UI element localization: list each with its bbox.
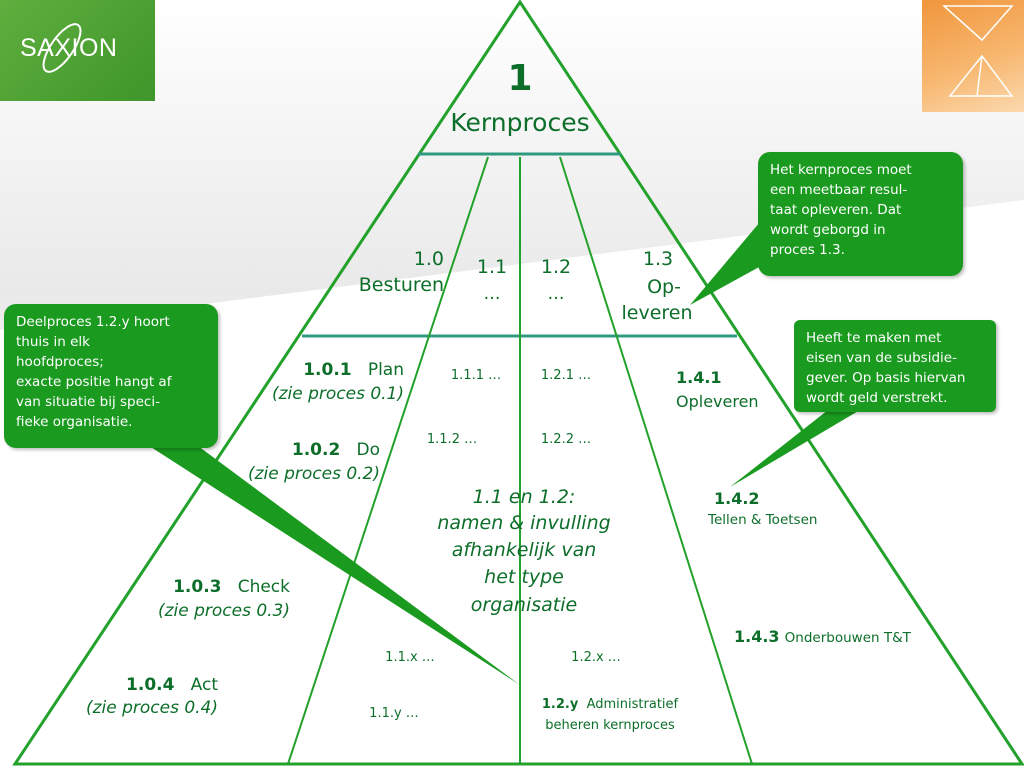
callout-top-right-line: Het kernproces moet <box>770 162 912 178</box>
saxion-logo: SAXION <box>0 0 155 101</box>
middle-note-line-2: namen & invulling <box>437 512 611 534</box>
process-1-1-1: 1.1.1 … <box>450 368 502 383</box>
process-1-3-line2: leveren <box>621 302 693 324</box>
process-1-0-2-number: 1.0.2 <box>291 440 341 460</box>
callout-left-line: hoofdproces; <box>16 354 104 370</box>
process-1-2-2: 1.2.2 … <box>540 432 592 447</box>
process-1-0-2: 1.0.2 Do <box>230 440 380 460</box>
process-1-1-2: 1.1.2 … <box>426 432 478 447</box>
callout-top-right-line: wordt geborgd in <box>770 222 886 238</box>
process-1-2-y-number: 1.2.y <box>541 697 579 712</box>
middle-note-line-5: organisatie <box>470 594 578 616</box>
callout-left-line: thuis in elk <box>16 334 90 350</box>
callout-deelproces: Deelproces 1.2.y hoort thuis in elk hoof… <box>4 304 218 448</box>
process-1-4-2-name: Tellen & Toetsen <box>708 512 818 528</box>
callout-mid-right-line: wordt geld verstrekt. <box>806 390 948 406</box>
divider-right <box>559 156 753 765</box>
process-1-4-3-name: Onderbouwen T&T <box>784 630 911 646</box>
process-1-2-number: 1.2 <box>540 256 572 278</box>
process-1-4-1-number: 1.4.1 <box>676 368 722 387</box>
callout-mid-right-line: gever. Op basis hiervan <box>806 370 966 386</box>
middle-note-line-4: het type <box>484 566 564 588</box>
process-1-0-3-ref: (zie proces 0.3) <box>157 601 290 621</box>
callout-left-line: fieke organisatie. <box>16 414 133 430</box>
corner-decoration <box>922 0 1024 112</box>
process-1-0-1-name: Plan <box>367 360 404 380</box>
callout-tail-mid-right <box>730 410 860 487</box>
process-1-0-4-name: Act <box>190 675 218 695</box>
process-1-0-4-ref: (zie proces 0.4) <box>85 698 218 718</box>
process-1-1-y: 1.1.y … <box>369 706 419 721</box>
middle-note-line-3: afhankelijk van <box>451 539 597 561</box>
callout-subsidy: Heeft te maken met eisen van de subsidie… <box>794 320 996 412</box>
process-1-0-1-number: 1.0.1 <box>303 360 352 380</box>
process-1-4-2-number: 1.4.2 <box>714 489 760 508</box>
process-1-1-x: 1.1.x … <box>385 650 435 665</box>
callout-top-right-line: proces 1.3. <box>770 242 845 258</box>
pyramid-outline-icon <box>942 5 1014 97</box>
callout-left-line: van situatie bij speci- <box>16 394 160 410</box>
callout-kernproces-result: Het kernproces moet een meetbaar resul- … <box>758 152 963 276</box>
process-1-2-y-name: Administratief <box>586 697 679 712</box>
process-1-1-number: 1.1 <box>476 256 508 278</box>
process-1-0-4: 1.0.4 Act <box>80 675 218 695</box>
process-1-0-3-name: Check <box>237 577 290 597</box>
process-1-4-3: 1.4.3 Onderbouwen T&T <box>734 627 911 646</box>
callout-left-line: exacte positie hangt af <box>16 374 172 390</box>
divider-left <box>287 156 489 765</box>
process-1-0-2-ref: (zie proces 0.2) <box>247 464 380 484</box>
apex-title: Kernproces <box>450 108 590 137</box>
process-1-0-2-name: Do <box>356 440 381 460</box>
process-1-0-3: 1.0.3 Check <box>130 577 290 597</box>
process-1-0-name: Besturen <box>358 274 444 296</box>
process-1-0-number: 1.0 <box>413 248 444 270</box>
apex-number: 1 <box>507 58 533 99</box>
process-1-4-1-name: Opleveren <box>676 392 759 411</box>
process-1-0-3-number: 1.0.3 <box>173 577 222 597</box>
process-1-3-line1: Op- <box>647 276 681 298</box>
callout-top-right-line: taat opleveren. Dat <box>770 202 902 218</box>
callout-mid-right-line: Heeft te maken met <box>806 330 942 346</box>
process-1-4-3-number: 1.4.3 <box>734 627 780 646</box>
process-1-3-number: 1.3 <box>642 248 674 270</box>
callout-top-right-line: een meetbaar resul- <box>770 182 908 198</box>
process-1-0-1-ref: (zie proces 0.1) <box>271 384 404 404</box>
logo-swoosh-icon <box>42 23 82 73</box>
process-1-1-sub: … <box>483 284 501 304</box>
callout-left-line: Deelproces 1.2.y hoort <box>16 314 170 330</box>
middle-note-line-1: 1.1 en 1.2: <box>472 486 576 508</box>
process-1-0-1: 1.0.1 Plan <box>240 360 404 380</box>
process-1-2-1: 1.2.1 … <box>540 368 592 383</box>
process-1-0-4-number: 1.0.4 <box>126 675 175 695</box>
process-1-2-sub: … <box>547 284 565 304</box>
callout-mid-right-line: eisen van de subsidie- <box>806 350 957 366</box>
process-1-2-y-line2: beheren kernproces <box>545 718 675 733</box>
process-1-2-x: 1.2.x … <box>571 650 621 665</box>
callout-tail-left <box>140 440 520 685</box>
process-1-2-y: 1.2.y Administratief <box>522 697 698 712</box>
pyramid-outline <box>12 0 1024 766</box>
